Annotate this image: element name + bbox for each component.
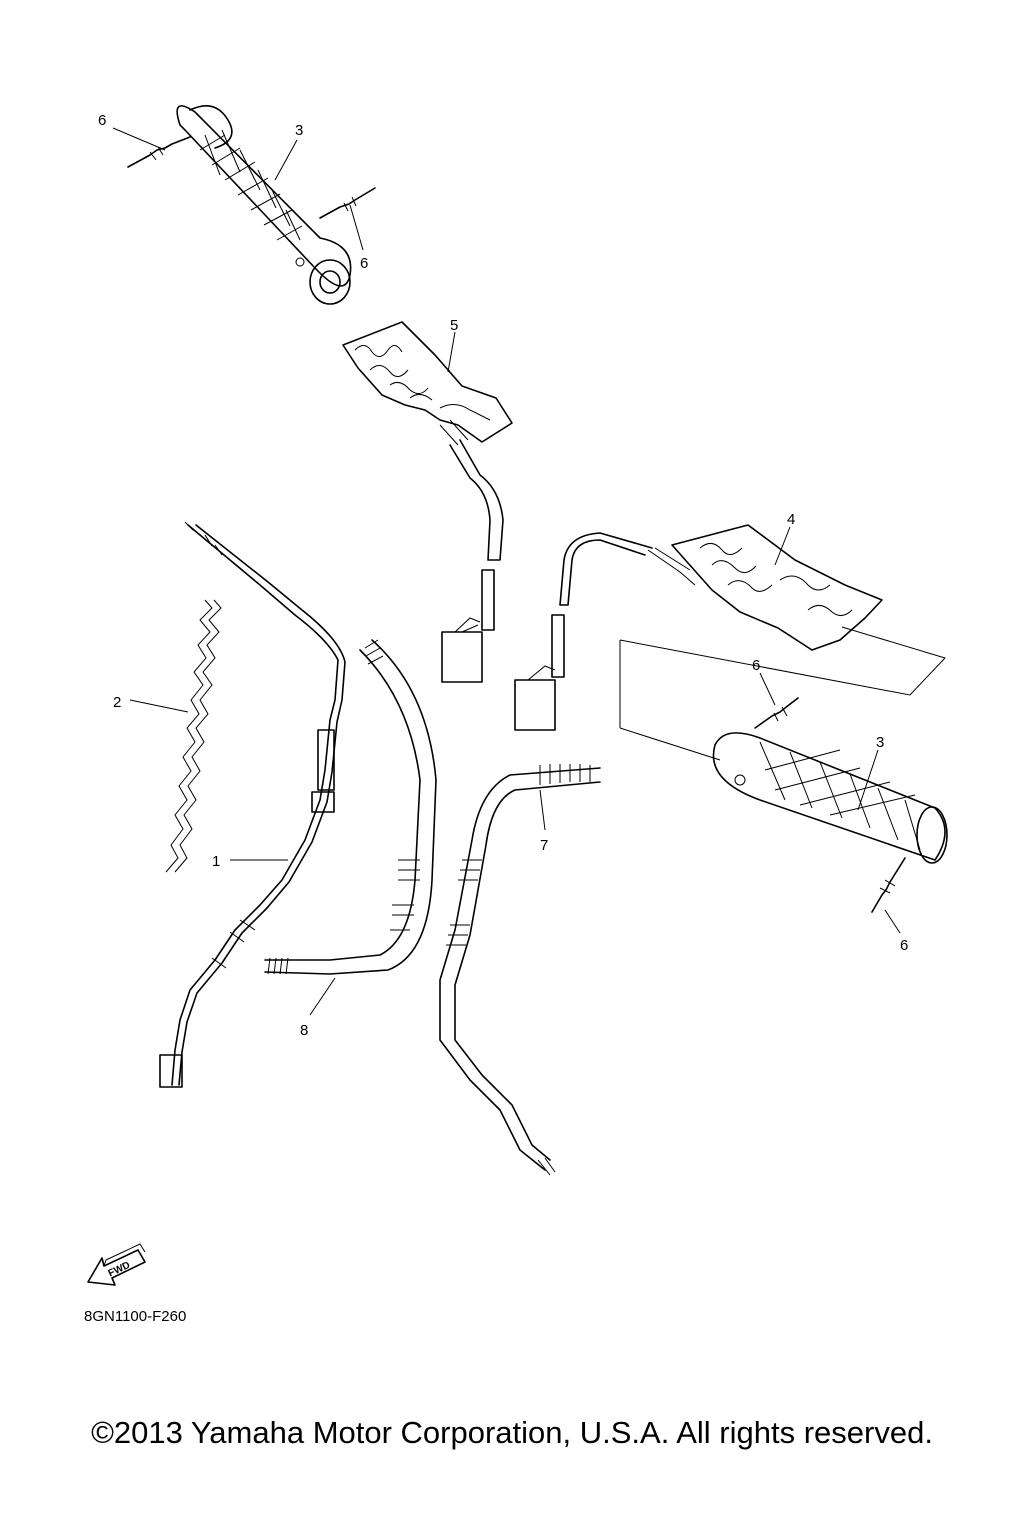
throttle-cable xyxy=(159,521,346,1088)
callout-8: 8 xyxy=(300,1022,308,1039)
assembly-frame xyxy=(619,626,946,761)
spring xyxy=(165,599,222,873)
heater-element-top xyxy=(342,321,513,561)
callout-6: 6 xyxy=(900,937,908,954)
part-code: 8GN1100-F260 xyxy=(84,1308,187,1325)
copyright-notice: ©2013 Yamaha Motor Corporation, U.S.A. A… xyxy=(91,1415,933,1450)
callout-4: 4 xyxy=(787,511,795,528)
callout-2: 2 xyxy=(113,694,121,711)
callout-6: 6 xyxy=(360,255,368,272)
grip-top xyxy=(176,104,352,305)
pin-top-left xyxy=(127,136,191,168)
callout-6: 6 xyxy=(752,657,760,674)
callout-1: 1 xyxy=(212,853,220,870)
callout-6: 6 xyxy=(98,112,106,129)
heater-element-right xyxy=(514,524,883,731)
connector-left xyxy=(441,569,495,683)
pin-right-upper xyxy=(754,697,799,729)
callout-leaders xyxy=(112,127,901,1016)
callout-5: 5 xyxy=(450,317,458,334)
callout-3: 3 xyxy=(295,122,303,139)
grip-right xyxy=(712,732,948,864)
hose-8 xyxy=(264,639,437,975)
callout-3: 3 xyxy=(876,734,884,751)
pin-top-right xyxy=(319,187,376,219)
hose-7 xyxy=(439,764,601,1176)
fwd-arrow-icon: FWD xyxy=(87,1243,146,1286)
callout-7: 7 xyxy=(540,837,548,854)
pin-right-lower xyxy=(871,857,906,913)
